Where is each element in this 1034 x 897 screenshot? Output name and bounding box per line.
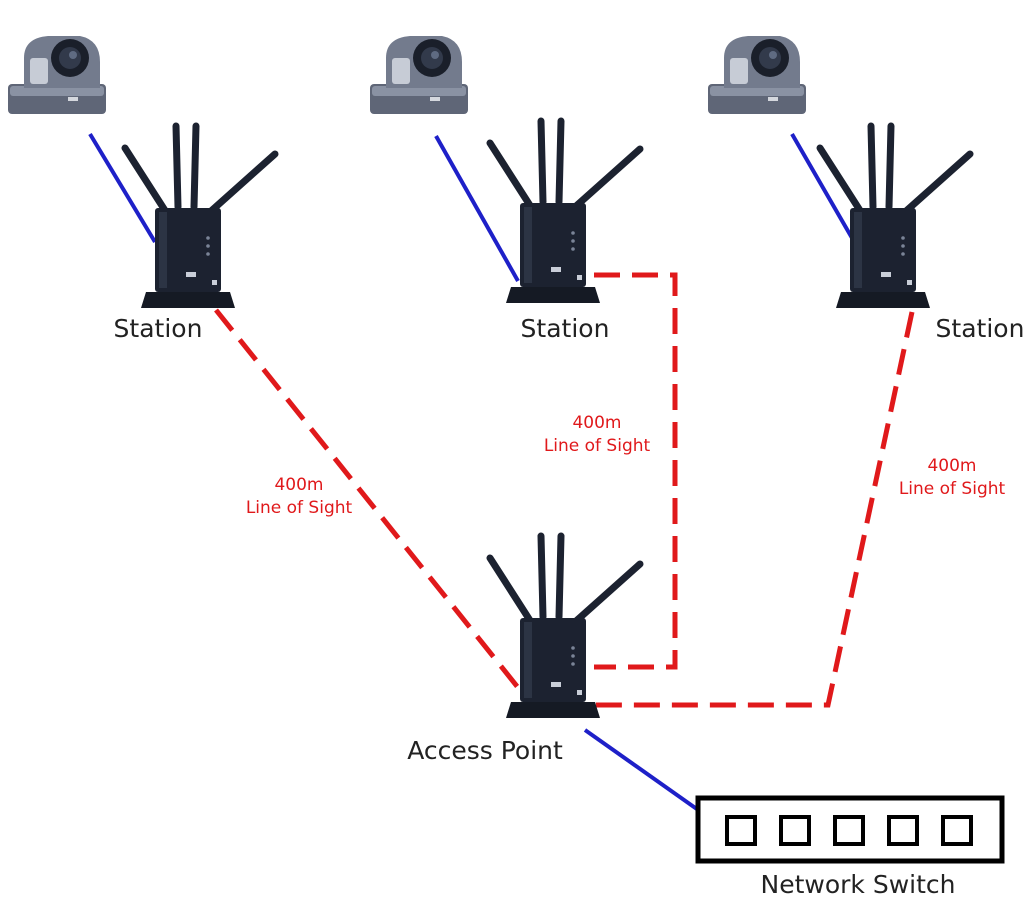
station-right-label: Station [936, 314, 1025, 343]
link-right-sight-label: Line of Sight [899, 479, 1006, 499]
station-left-label: Station [114, 314, 203, 343]
switch-port [833, 815, 865, 846]
camera-to-station-left-cable [88, 132, 157, 244]
switch-port [779, 815, 811, 846]
link-middle-sight-label: Line of Sight [544, 436, 651, 456]
ptz-camera-icon [370, 36, 468, 114]
network-switch-icon [695, 795, 1005, 864]
ptz-camera-icon [708, 36, 806, 114]
switch-port [887, 815, 919, 846]
link-left-dashed-line [214, 308, 526, 697]
wireless-bridge-icon [820, 126, 970, 308]
link-middle-dashed-line [594, 272, 678, 670]
camera-to-station-middle-cable [434, 135, 520, 282]
link-right-dashed-line [594, 311, 915, 708]
wireless-links [214, 272, 915, 708]
station-middle-label: Station [521, 314, 610, 343]
camera-to-station-right-cable [790, 133, 854, 239]
link-left-distance: 400m [274, 475, 323, 495]
link-right-distance: 400m [927, 456, 976, 476]
ptz-camera-icon [8, 36, 106, 114]
switch-port [941, 815, 973, 846]
wireless-bridge-icon [490, 536, 640, 718]
network-switch-label: Network Switch [761, 870, 956, 897]
switch-port [725, 815, 757, 846]
access-point-label: Access Point [407, 736, 563, 765]
wireless-bridge-icon [125, 126, 275, 308]
link-middle-distance: 400m [572, 413, 621, 433]
link-left-sight-label: Line of Sight [246, 498, 353, 518]
